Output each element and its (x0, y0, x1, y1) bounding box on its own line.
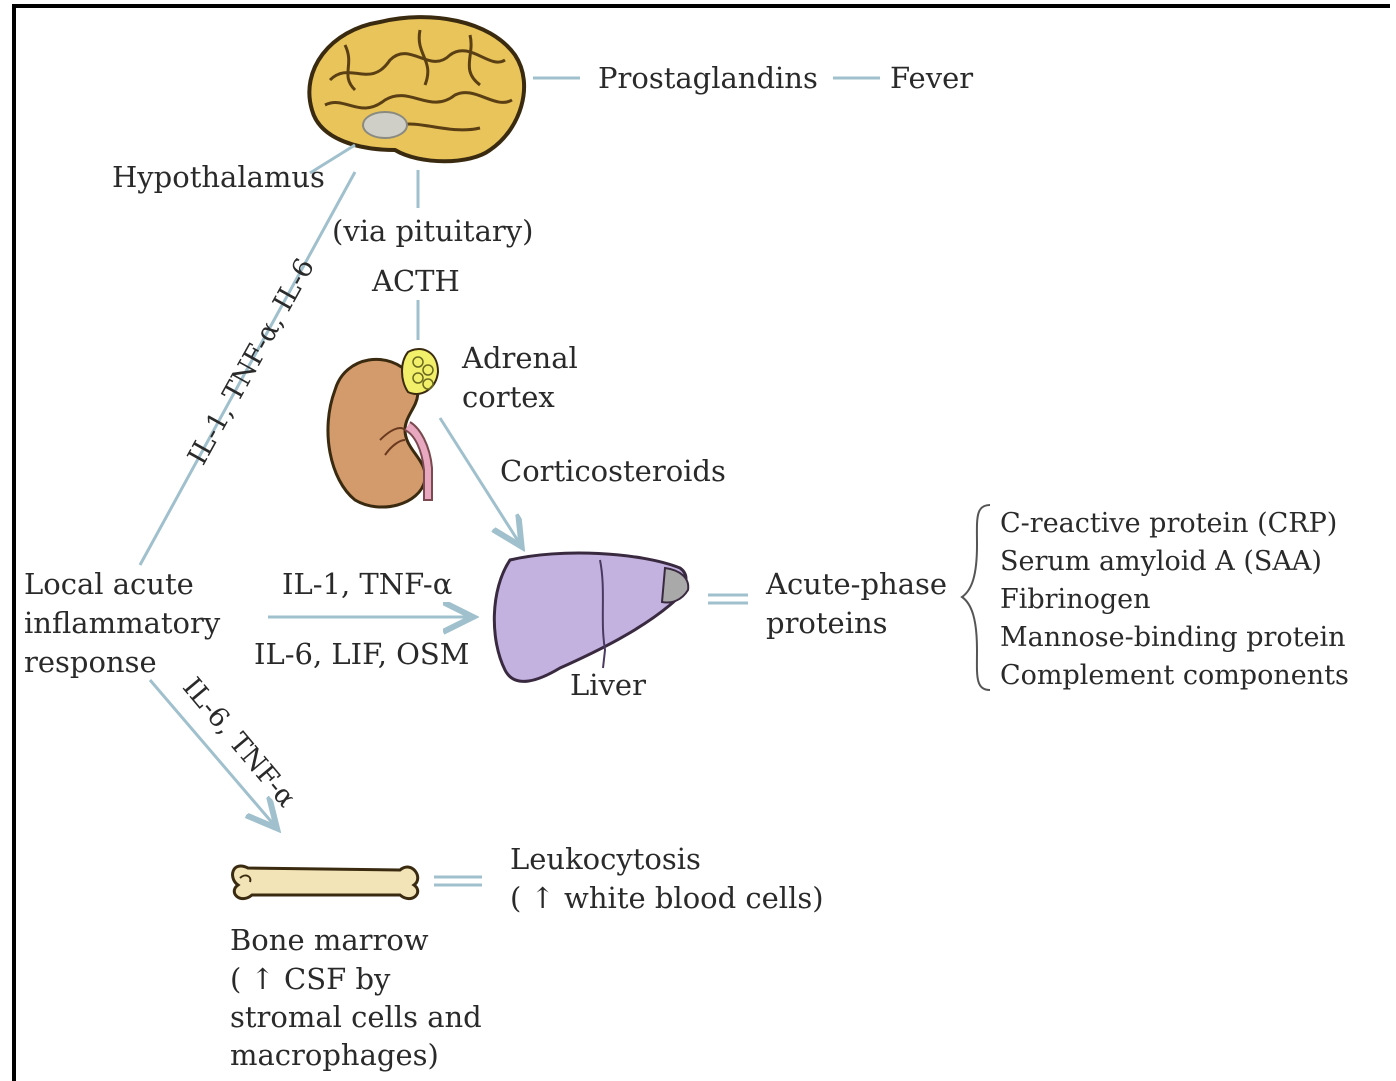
brain-icon (309, 17, 524, 161)
acute-phase-protein-list: C-reactive protein (CRP) Serum amyloid A… (1000, 505, 1349, 695)
adrenal-gland (402, 349, 438, 394)
label-white-blood-cells: ( ↑ white blood cells) (510, 879, 824, 917)
label-local-acute: Local acute (24, 565, 194, 603)
acute-phase-brace (962, 505, 990, 690)
label-acth: ACTH (372, 262, 460, 300)
label-macrophages: macrophages) (230, 1036, 439, 1074)
label-corticosteroids: Corticosteroids (500, 452, 726, 490)
list-item: Mannose-binding protein (1000, 619, 1349, 657)
label-inflammatory: inflammatory (24, 604, 220, 642)
kidney-icon (328, 349, 438, 507)
list-item: Serum amyloid A (SAA) (1000, 543, 1349, 581)
label-cytokines-liver-a: IL-1, TNF-α (282, 565, 452, 603)
label-csf: ( ↑ CSF by (230, 960, 390, 998)
list-item: C-reactive protein (CRP) (1000, 505, 1349, 543)
label-via-pituitary: (via pituitary) (332, 212, 533, 250)
label-response: response (24, 643, 157, 681)
bone-icon (233, 866, 418, 899)
list-item: Fibrinogen (1000, 581, 1349, 619)
label-liver: Liver (570, 666, 646, 704)
label-proteins: proteins (766, 604, 888, 642)
label-hypothalamus: Hypothalamus (112, 158, 325, 196)
label-cytokines-liver-b: IL-6, LIF, OSM (254, 635, 470, 673)
label-acute-phase: Acute-phase (766, 565, 947, 603)
list-item: Complement components (1000, 657, 1349, 695)
label-prostaglandins: Prostaglandins (598, 59, 818, 97)
label-adrenal: Adrenal (462, 339, 578, 377)
liver-icon (494, 553, 688, 681)
label-stromal-cells: stromal cells and (230, 998, 482, 1036)
label-fever: Fever (890, 59, 973, 97)
label-cortex: cortex (462, 378, 555, 416)
label-leukocytosis: Leukocytosis (510, 840, 701, 878)
label-bone-marrow: Bone marrow (230, 921, 429, 959)
